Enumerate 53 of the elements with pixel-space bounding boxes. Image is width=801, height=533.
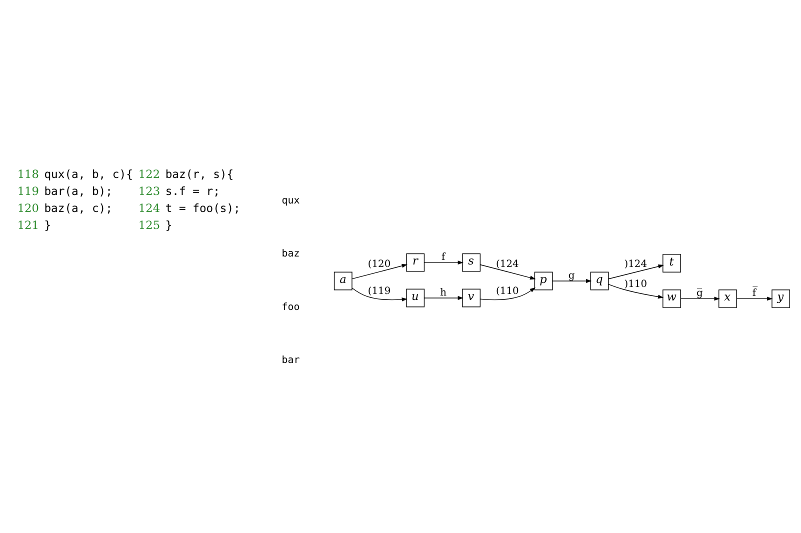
node-box: a <box>334 271 352 290</box>
label: } <box>165 218 172 232</box>
label: baz <box>282 248 300 260</box>
edge-label: (110 <box>496 285 519 296</box>
arrow <box>608 283 664 298</box>
arrow <box>480 286 536 300</box>
edge-label: f̅ <box>752 288 756 299</box>
node-box: x <box>718 288 737 308</box>
node-box: r <box>406 252 425 272</box>
label: bar(a, b); <box>44 184 112 198</box>
label: t = foo(s); <box>165 200 240 215</box>
node-box: s <box>462 252 481 272</box>
node-box: p <box>534 271 553 290</box>
label: 118 <box>17 166 39 181</box>
edge-label: (119 <box>368 285 391 296</box>
arrow <box>424 260 464 264</box>
node-box: y <box>772 288 790 308</box>
label: foo <box>282 301 300 312</box>
label: qux <box>282 195 300 206</box>
label: baz(r, s){ <box>165 166 234 181</box>
label: 119 <box>17 184 39 198</box>
arrow <box>480 264 536 280</box>
label: 123 <box>138 184 160 198</box>
edge-label: (120 <box>368 258 391 270</box>
label: bar <box>282 354 300 366</box>
edge-label: )124 <box>624 258 648 270</box>
arrow <box>424 296 464 300</box>
arrow <box>680 296 720 300</box>
arrow <box>352 263 408 279</box>
label: 121 <box>17 218 39 232</box>
label: baz(a, c); <box>44 200 112 215</box>
label: s.f = r; <box>165 184 220 198</box>
label: } <box>44 218 52 232</box>
arrow <box>352 287 408 301</box>
node-box: v <box>462 288 481 307</box>
edge-label: g̅ <box>696 288 703 299</box>
node-box: w <box>662 288 681 308</box>
label: 125 <box>138 218 160 232</box>
arrow <box>736 296 773 300</box>
arrow <box>552 278 592 282</box>
edge-label: )110 <box>624 278 648 290</box>
label: 120 <box>17 200 39 215</box>
label: 122 <box>138 166 160 181</box>
edge-label: (124 <box>496 258 519 270</box>
arrow <box>608 264 664 279</box>
edge-label: h <box>440 286 447 298</box>
node-box: q <box>590 271 609 290</box>
node-box: t <box>662 254 681 272</box>
edge-label: g <box>568 270 575 281</box>
edge-label: f <box>442 251 446 262</box>
label: qux(a, b, c){ <box>44 166 133 181</box>
node-box: u <box>406 288 425 307</box>
label: 124 <box>138 200 160 215</box>
